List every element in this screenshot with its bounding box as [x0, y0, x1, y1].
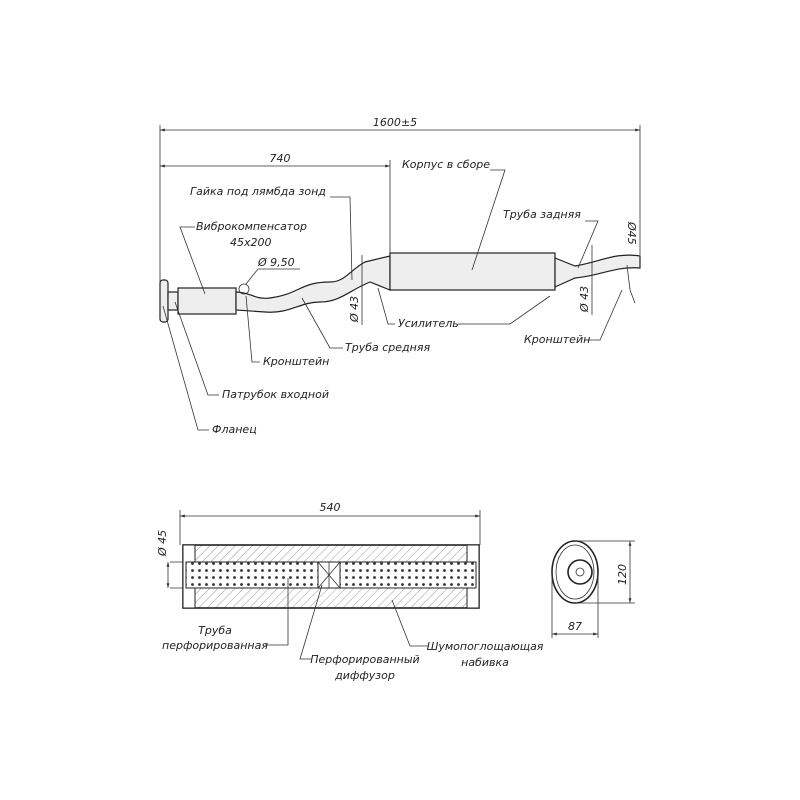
label-dia-950: Ø 9,50: [257, 256, 295, 269]
dim-87-label: 87: [568, 620, 582, 633]
muffler-end-view: 120 87: [551, 540, 635, 638]
label-rear-pipe: Труба задняя: [503, 208, 581, 221]
label-flex-joint-size: 45x200: [230, 236, 272, 249]
dim-540-label: 540: [320, 501, 341, 514]
label-body-assembly: Корпус в сборе: [402, 158, 490, 171]
exhaust-system: [159, 252, 641, 323]
label-flex-joint: Виброкомпенсатор: [196, 220, 307, 233]
dim-740-label: 740: [270, 152, 291, 165]
muffler-body: [389, 252, 556, 291]
label-flange: Фланец: [212, 423, 257, 436]
label-lambda-nut: Гайка под лямбда зонд: [190, 185, 326, 198]
label-diffuser-2: диффузор: [334, 669, 395, 682]
label-reinforcement: Усилитель: [398, 317, 459, 330]
label-packing-1: Шумопоглощающая: [427, 640, 544, 653]
dimension-total: 1600±5: [159, 116, 641, 290]
label-dia-43-right: Ø 43: [578, 286, 591, 313]
rear-pipe: [554, 254, 641, 288]
dimension-740: 740: [159, 152, 391, 255]
middle-pipe: [235, 255, 391, 313]
label-diffuser-1: Перфорированный: [310, 653, 419, 666]
label-middle-pipe: Труба средняя: [345, 341, 430, 354]
dim-dia-45-label: Ø 45: [156, 530, 169, 557]
dim-120-label: 120: [616, 564, 629, 585]
label-dia-45: Ø45: [625, 221, 638, 245]
label-dia-43-left: Ø 43: [348, 296, 361, 323]
muffler-section: 540 Ø 45: [156, 501, 481, 609]
dim-total-label: 1600±5: [373, 116, 417, 129]
label-inlet-pipe: Патрубок входной: [222, 388, 329, 401]
lambda-nut: [238, 283, 250, 295]
label-bracket-right: Кронштейн: [524, 333, 590, 346]
label-packing-2: набивка: [461, 656, 509, 669]
bracket: [626, 264, 636, 304]
flange: [159, 279, 169, 323]
label-bracket-left: Кронштейн: [263, 355, 329, 368]
flex-joint: [177, 287, 237, 315]
label-perforated-pipe-2: перфорированная: [162, 639, 268, 652]
label-perforated-pipe-1: Труба: [198, 624, 232, 637]
